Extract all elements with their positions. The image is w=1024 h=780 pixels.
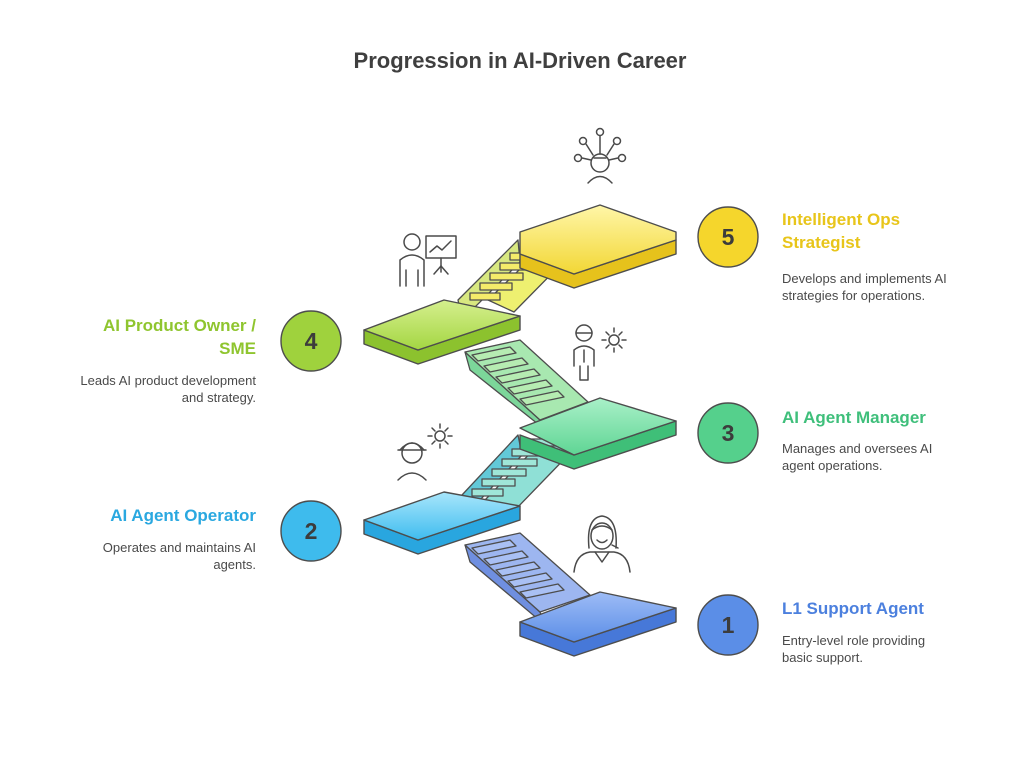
step-3-description: Manages and oversees AI agent operations… [782, 441, 933, 473]
platform-4 [363, 299, 521, 365]
step-2-description: Operates and maintains AI agents. [102, 540, 256, 572]
step-5-description: Develops and implements AI strategies fo… [782, 271, 947, 303]
step-2-title: AI Agent Operator [110, 506, 256, 525]
operator-gear-icon [397, 423, 453, 481]
step-1-number: 1 [722, 612, 735, 638]
step-3-title: AI Agent Manager [782, 408, 926, 427]
support-agent-icon [573, 515, 631, 573]
step-4-number-circle [280, 310, 342, 372]
platform-5 [519, 204, 677, 289]
step-4-number: 4 [305, 328, 318, 354]
step-3-number: 3 [722, 420, 735, 446]
step-3-number-circle [697, 402, 759, 464]
step-5-title: Intelligent Ops Strategist [782, 210, 901, 252]
step-1-title: L1 Support Agent [782, 599, 924, 618]
step-4-title: AI Product Owner / SME [102, 316, 256, 358]
step-4-description: Leads AI product development and strateg… [80, 373, 256, 405]
step-2-number-circle [280, 500, 342, 562]
platform-3 [519, 397, 677, 470]
stairs-1-to-2 [464, 532, 591, 626]
step-5-number-circle [697, 206, 759, 268]
step-1-number-circle [697, 594, 759, 656]
presenter-chart-icon [399, 233, 457, 287]
step-5-number: 5 [722, 224, 735, 250]
platform-1 [519, 591, 677, 657]
step-2-number: 2 [305, 518, 318, 544]
diagram-title: Progression in AI-Driven Career [353, 48, 687, 73]
platform-2 [363, 491, 521, 555]
manager-gear-icon [573, 324, 627, 381]
strategist-network-icon [573, 127, 627, 184]
step-1-description: Entry-level role providing basic support… [782, 633, 926, 665]
